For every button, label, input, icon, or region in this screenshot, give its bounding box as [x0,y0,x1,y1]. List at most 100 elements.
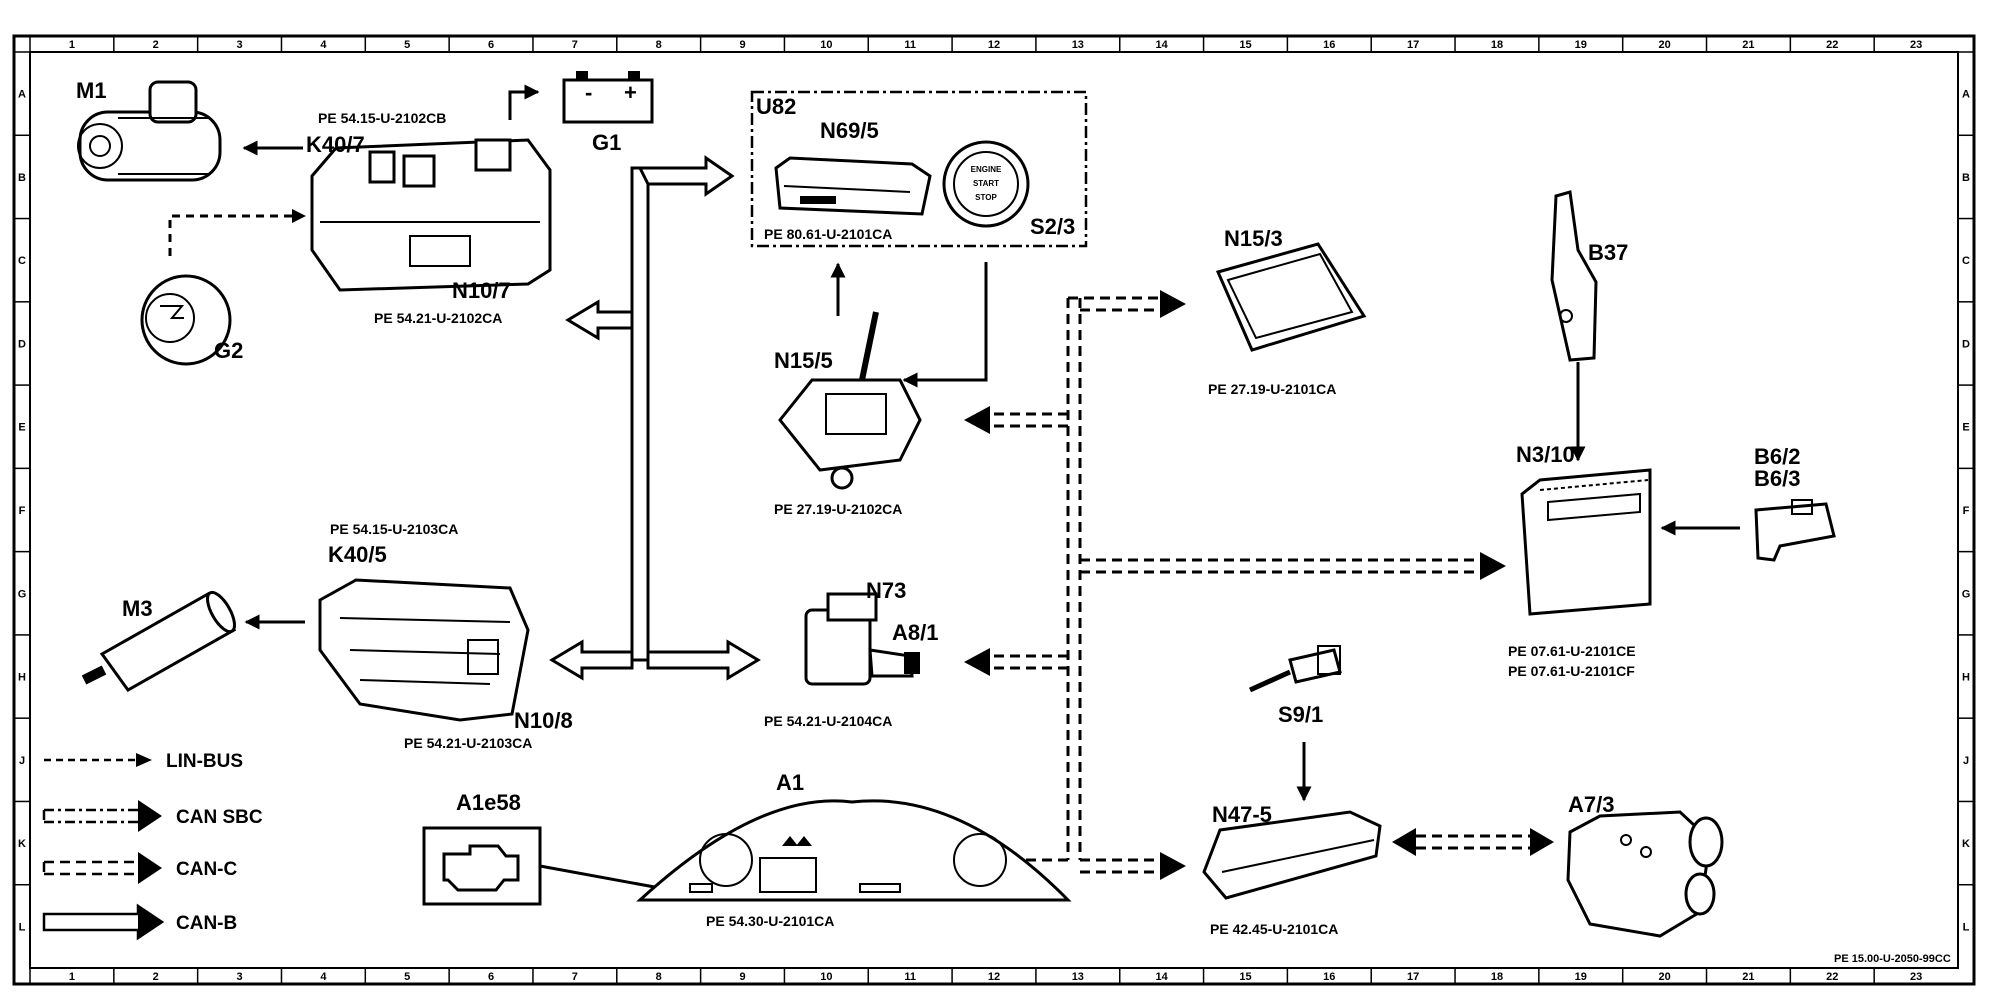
grid-col-bottom-8: 8 [656,971,662,983]
ref-n73: PE 54.21-U-2104CA [764,713,892,729]
label-n3-10: N3/10 [1516,442,1575,467]
grid-col-top-7: 7 [572,39,578,51]
grid-row-left-F: F [19,505,26,517]
grid-col-bottom-11: 11 [904,971,916,983]
grid-col-bottom-22: 22 [1826,971,1838,983]
grid-col-bottom-15: 15 [1239,971,1251,983]
grid-col-top-3: 3 [237,39,243,51]
battery-g1 [562,71,654,124]
grid-col-bottom-17: 17 [1407,971,1419,983]
legend: LIN-BUS CAN SBC CAN-C CAN-B [42,751,263,941]
grid-row-left-C: C [18,255,26,267]
label-n10-7: N10/7 [452,278,511,303]
label-n69-5: N69/5 [820,118,879,143]
grid-col-bottom-6: 6 [488,971,494,983]
grid-col-bottom-12: 12 [988,971,1000,983]
grid-col-bottom-3: 3 [237,971,243,983]
grid-row-right-C: C [1962,255,1970,267]
g1-minus: - [585,80,592,105]
check-engine-lamp-a1e58 [422,826,542,906]
grid-col-top-5: 5 [404,39,410,51]
single-wires [242,84,1740,890]
s2-3-line1: ENGINE [971,165,1002,174]
grid-col-top-1: 1 [69,39,75,51]
grid-col-bottom-7: 7 [572,971,578,983]
can-b-bus [549,155,761,681]
hydraulic-unit-a7-3 [1566,810,1724,938]
document-reference: PE 15.00-U-2050-99CC [1834,953,1951,965]
grid-col-top-18: 18 [1491,39,1503,51]
grid-col-bottom-1: 1 [69,971,75,983]
grid-col-bottom-5: 5 [404,971,410,983]
fuel-pump-m3 [81,590,237,692]
grid-row-left-J: J [19,755,25,767]
camshaft-sensor-b6 [1754,499,1836,562]
s2-3-line3: STOP [975,193,997,202]
label-g1: G1 [592,130,621,155]
grid-row-right-F: F [1963,505,1970,517]
lin-bus-line [168,214,292,256]
grid-row-left-B: B [18,172,26,184]
grid-col-top-14: 14 [1156,39,1169,51]
ref-n69-5: PE 80.61-U-2101CA [764,226,892,242]
grid-row-right-K: K [1962,838,1970,850]
grid-col-top-12: 12 [988,39,1000,51]
grid-col-bottom-16: 16 [1323,971,1335,983]
grid-col-top-16: 16 [1323,39,1335,51]
ref-k40-5: PE 54.15-U-2103CA [330,521,458,537]
label-n10-8: N10/8 [514,708,573,733]
label-m1: M1 [76,78,107,103]
grid-row-left-K: K [18,838,26,850]
legend-can-b: CAN-B [176,913,237,934]
can-c-arrowheads [964,290,1554,880]
grid-col-top-9: 9 [739,39,745,51]
lin-bus-arrow [292,209,306,223]
frame: 1122334455667788991010111112121313141415… [12,34,1976,986]
legend-lin-bus: LIN-BUS [166,751,243,772]
label-n73: N73 [866,578,906,603]
label-n47-5: N47-5 [1212,802,1272,827]
s2-3-line2: START [973,179,999,188]
grid-row-left-A: A [18,89,26,101]
grid-col-top-6: 6 [488,39,494,51]
label-g2: G2 [214,338,243,363]
keyless-go-n69-5 [774,156,932,216]
pedal-sensor-b37 [1550,190,1598,362]
grid-col-top-2: 2 [153,39,159,51]
ref-n3-10-1: PE 07.61-U-2101CE [1508,643,1636,659]
grid-col-top-19: 19 [1575,39,1587,51]
legend-can-c: CAN-C [176,859,237,880]
g1-plus: + [624,80,637,105]
label-n15-5: N15/5 [774,348,833,373]
alternator-g2 [140,274,232,366]
grid-column-ticks: 1122334455667788991010111112121313141415… [29,36,1922,984]
grid-col-top-20: 20 [1658,39,1670,51]
label-a8-1: A8/1 [892,620,938,645]
label-n15-3: N15/3 [1224,226,1283,251]
ref-n15-3: PE 27.19-U-2101CA [1208,381,1336,397]
label-a7-3: A7/3 [1568,792,1614,817]
brake-light-switch-s9-1 [1248,645,1342,693]
grid-row-right-E: E [1962,422,1969,434]
grid-row-left-H: H [18,672,26,684]
esp-control-unit-n47-5 [1202,810,1382,900]
grid-col-top-22: 22 [1826,39,1838,51]
label-k40-7: K40/7 [306,132,365,157]
grid-row-right-D: D [1962,338,1970,350]
grid-col-bottom-2: 2 [153,971,159,983]
label-s9-1: S9/1 [1278,702,1323,727]
grid-row-left-E: E [18,422,25,434]
grid-col-bottom-19: 19 [1575,971,1587,983]
grid-col-bottom-18: 18 [1491,971,1503,983]
grid-col-bottom-4: 4 [320,971,327,983]
starter-motor-m1 [77,80,222,182]
grid-col-bottom-10: 10 [820,971,832,983]
grid-col-top-8: 8 [656,39,662,51]
grid-col-bottom-20: 20 [1658,971,1670,983]
engine-control-unit-n3-10 [1520,468,1652,616]
grid-row-right-H: H [1962,672,1970,684]
u82-frame [750,90,1088,248]
ref-n10-8: PE 54.21-U-2103CA [404,735,532,751]
label-b6-2: B6/2 [1754,444,1800,469]
